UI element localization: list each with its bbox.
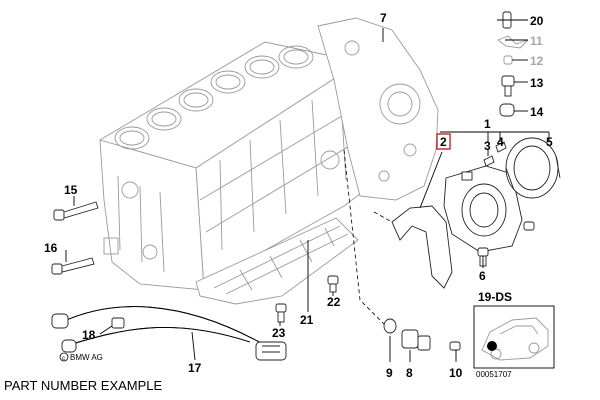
shaft-seal — [505, 137, 561, 199]
callout-18: 18 — [82, 328, 96, 342]
callout-10: 10 — [449, 366, 463, 380]
leader-lines — [65, 19, 550, 362]
callout-13: 13 — [530, 76, 544, 90]
callout-1: 1 — [484, 117, 491, 131]
callout-14: 14 — [530, 105, 544, 119]
engine-location-dot — [487, 341, 497, 351]
callout-11: 11 — [530, 34, 543, 48]
callout-9: 9 — [386, 366, 393, 380]
callout-4: 4 — [497, 135, 504, 149]
cable-harness — [51, 306, 287, 361]
callout-21: 21 — [300, 313, 314, 327]
page-caption: PART NUMBER EXAMPLE — [4, 378, 163, 393]
callout-12: 12 — [530, 54, 544, 68]
copyright-text: BMW AG — [70, 353, 103, 362]
vehicle-inset: 00051707 — [473, 305, 555, 379]
callout-23: 23 — [272, 326, 286, 340]
seal-cover — [443, 165, 523, 253]
callout-8: 8 — [406, 366, 413, 380]
oil-pan-baffle — [195, 217, 359, 305]
callout-6: 6 — [479, 269, 486, 283]
callout-16: 16 — [44, 241, 58, 255]
callout-3: 3 — [484, 139, 491, 153]
callout-19-ds: 19-DS — [478, 290, 512, 304]
copyright-mark: c BMW AG — [59, 352, 103, 362]
svg-text:c: c — [62, 356, 65, 362]
drawing-number: 00051707 — [476, 370, 512, 379]
callout-5: 5 — [546, 135, 553, 149]
gasket — [391, 205, 453, 289]
callout-2: 2 — [440, 135, 447, 149]
callouts: 7 20 11 12 13 14 1 2 3 4 5 6 19-DS 15 16… — [44, 11, 553, 380]
callout-7: 7 — [380, 11, 387, 25]
callout-20: 20 — [530, 14, 544, 28]
engine-block — [98, 41, 369, 291]
callout-22: 22 — [327, 295, 341, 309]
flywheel-housing — [317, 17, 439, 201]
callout-17: 17 — [188, 361, 202, 375]
callout-15: 15 — [64, 183, 78, 197]
callout-2-highlight-box — [436, 133, 451, 150]
cylinder-bores — [114, 45, 314, 150]
